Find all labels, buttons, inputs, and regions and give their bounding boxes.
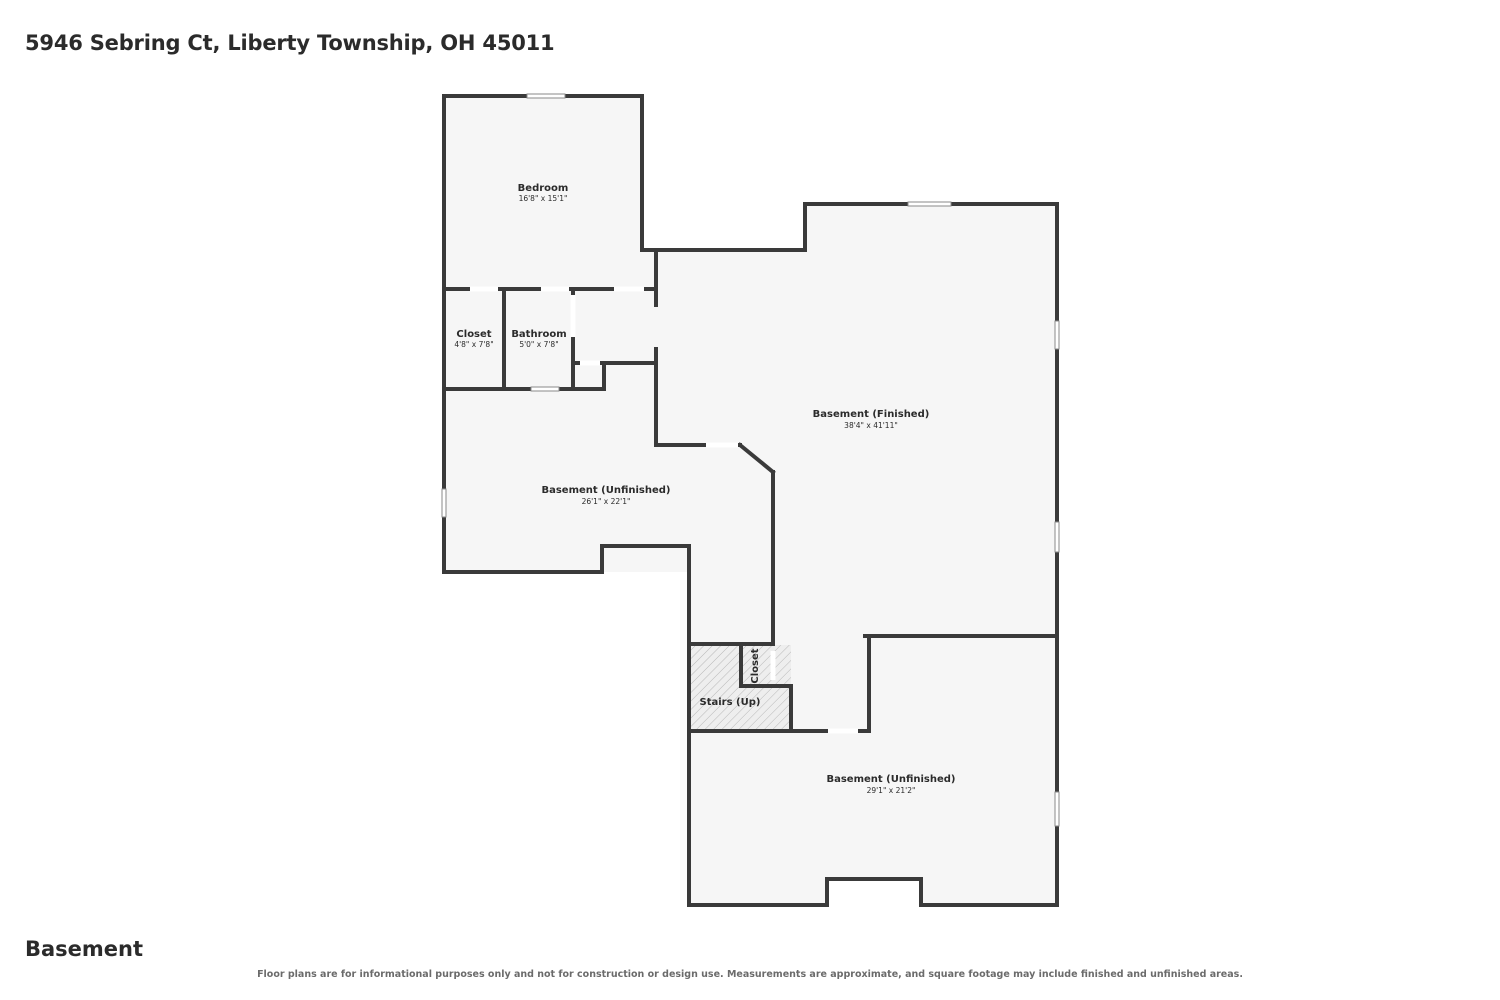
room-label-closet: Closet (456, 329, 491, 340)
room-label-basement-unfinished-south: Basement (Unfinished) (826, 774, 955, 785)
room-label-bedroom: Bedroom (518, 183, 569, 194)
room-dims-basement-unfinished-south: 29'1" x 21'2" (867, 786, 916, 795)
floor-name: Basement (25, 937, 144, 961)
disclaimer-text: Floor plans are for informational purpos… (257, 969, 1243, 980)
room-dims-bedroom: 16'8" x 15'1" (519, 194, 568, 203)
room-label-basement-unfinished-west: Basement (Unfinished) (541, 485, 670, 496)
room-label-closet-small: Closet (750, 648, 761, 683)
property-address: 5946 Sebring Ct, Liberty Township, OH 45… (25, 31, 555, 55)
exterior-wall (442, 94, 1059, 907)
room-label-stairs: Stairs (Up) (700, 697, 761, 708)
door-openings (470, 286, 858, 734)
windows (441, 93, 1060, 827)
room-dims-basement-finished: 38'4" x 41'11" (844, 421, 898, 430)
room-dims-bathroom: 5'0" x 7'8" (519, 340, 558, 349)
room-dims-basement-unfinished-west: 26'1" x 22'1" (582, 497, 631, 506)
room-label-basement-finished: Basement (Finished) (813, 409, 930, 420)
interior-walls (442, 248, 1059, 733)
room-dims-closet: 4'8" x 7'8" (454, 340, 493, 349)
room-label-bathroom: Bathroom (511, 329, 566, 340)
